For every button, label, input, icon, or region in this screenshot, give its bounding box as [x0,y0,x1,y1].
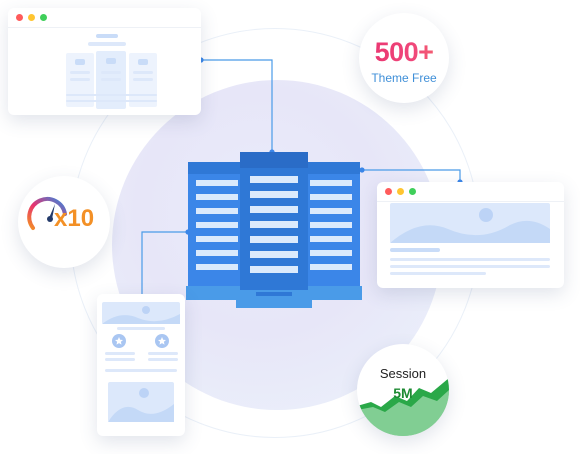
speedometer-icon [27,197,67,230]
maximize-dot [409,188,416,195]
text-placeholder [390,265,550,268]
connector-dot [359,167,365,173]
theme-caption: Theme Free [371,71,437,85]
subheading-placeholder [88,42,126,46]
minimize-dot [28,14,35,21]
connector-right [362,169,461,182]
close-dot [16,14,23,21]
speed-multiplier: x10 [54,205,95,232]
mobile-banner-placeholder [102,302,180,324]
theme-count: 500+ [359,37,449,68]
session-value: 5M [393,385,413,401]
pricing-page-card [8,8,201,115]
theme-count-bubble: 500+ Theme Free [359,13,449,103]
minimize-dot [397,188,404,195]
session-label: Session [379,366,427,381]
maximize-dot [40,14,47,21]
heading-placeholder [96,34,118,38]
title-placeholder [390,248,440,252]
growth-chart-graphic [357,378,449,436]
session-bubble: Session 5M [357,344,449,436]
image-placeholder [390,203,550,243]
server-rack [186,152,362,308]
blog-page-card [377,182,564,288]
text-placeholder [390,258,550,261]
text-placeholder [390,272,486,275]
window-controls [385,188,416,195]
window-controls [16,14,47,21]
connector-top-left [201,59,273,152]
connector-bottom-left [141,231,188,300]
speed-bubble: x10 [18,176,110,268]
pricing-icon [75,59,85,65]
pricing-icon [138,59,148,65]
mobile-image-placeholder [108,382,174,422]
star-icon [112,334,126,348]
star-icon [155,334,169,348]
mobile-page-card [97,294,185,436]
pricing-icon [106,58,116,64]
close-dot [385,188,392,195]
